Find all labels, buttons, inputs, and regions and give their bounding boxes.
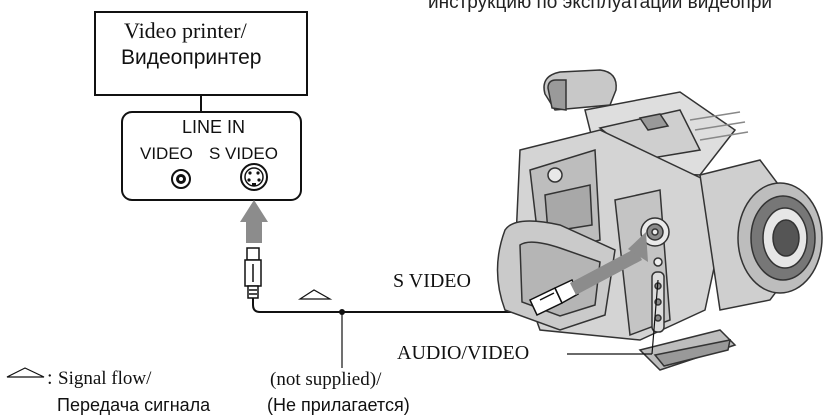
video-jack-icon [171, 169, 191, 189]
line-in-label: LINE IN [182, 117, 246, 137]
s-video-jack-label: S VIDEO [209, 144, 278, 163]
legend-signal-flow-arrow-icon [6, 367, 45, 378]
printer-title-ru: Видеопринтер [121, 46, 262, 69]
header-fragment: инструкцию по эксплуатации видеопри [428, 0, 773, 13]
legend-text-ru: Передача сигнала [57, 395, 211, 415]
camcorder-icon [496, 69, 823, 371]
legend-text-en: Signal flow/ [58, 368, 152, 389]
legend-separator: : [47, 367, 53, 389]
audio-video-label: AUDIO/VIDEO [397, 342, 530, 364]
s-video-plug-printer-icon [244, 247, 262, 299]
video-jack-label: VIDEO [140, 144, 193, 163]
s-video-label: S VIDEO [393, 270, 471, 292]
connect-arrow-icon [240, 200, 268, 243]
printer-title-en: Video printer/ [124, 18, 247, 43]
s-video-jack-icon [240, 163, 268, 191]
camera-connect-arrow-icon [570, 232, 648, 295]
not-supplied-en: (not supplied)/ [270, 369, 382, 390]
s-video-cable [252, 298, 539, 313]
not-supplied-ru: (Не прилагается) [267, 395, 410, 415]
video-printer-box [94, 11, 308, 96]
signal-flow-arrow-icon [297, 289, 333, 300]
